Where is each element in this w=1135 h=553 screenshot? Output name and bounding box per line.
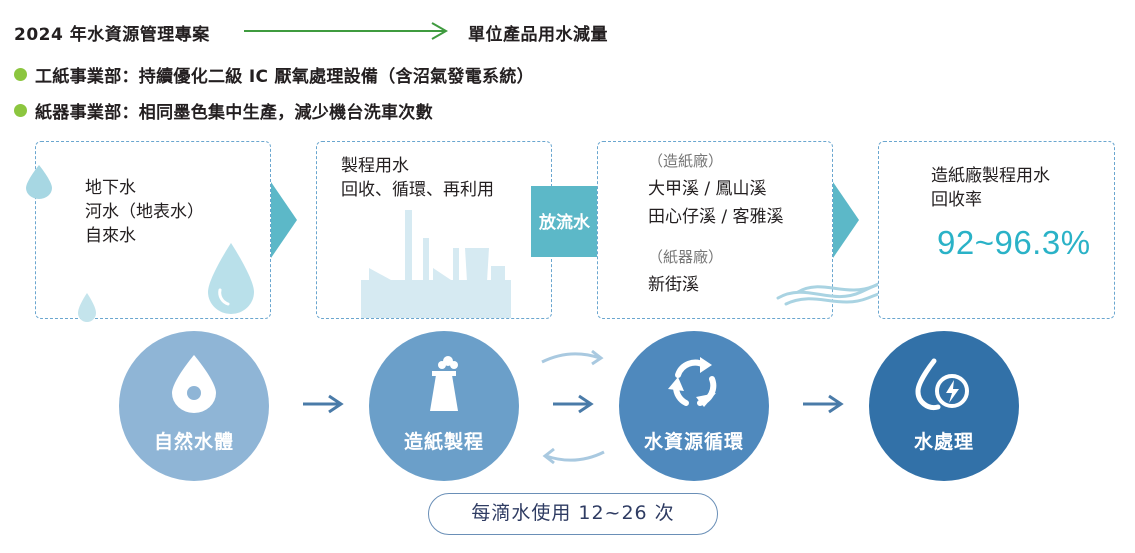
water-sources-box: 地下水 河水（地表水） 自來水	[26, 141, 271, 322]
bullet-text: 工紙事業部：持續優化二級 IC 厭氧處理設備（含沼氣發電系統）	[35, 67, 534, 87]
header-arrow-icon	[244, 22, 449, 40]
water-sources-list: 地下水 河水（地表水） 自來水	[85, 176, 204, 248]
recycle-arrows-icon	[668, 357, 717, 407]
circle-papermaking: 造紙製程	[369, 331, 519, 481]
circle-label: 水處理	[913, 431, 974, 453]
circle-label: 自然水體	[153, 431, 234, 453]
bullet-container-division: 紙器事業部：相同墨色集中生產，減少機台洗車次數	[14, 98, 433, 123]
large-drop-icon	[208, 243, 254, 314]
tiny-drop-icon	[78, 293, 96, 322]
factory-chimney-icon	[430, 356, 458, 411]
water-drop-icon	[172, 355, 216, 413]
green-dot-icon	[14, 68, 27, 81]
discharge-label: 放流水	[539, 213, 590, 233]
process-water-desc: 回收、循環、再利用	[341, 180, 494, 200]
paper-mill-rivers-2: 田心仔溪 / 客雅溪	[648, 207, 784, 227]
process-water-box: 製程用水 回收、循環、再利用	[316, 141, 552, 319]
container-mill-tag: （紙器廠）	[648, 248, 724, 266]
source-groundwater: 地下水	[85, 178, 136, 198]
flow-arrow-icon	[303, 394, 344, 414]
flow-triangle-icon	[833, 182, 859, 258]
curved-arrow-forward-icon	[541, 349, 604, 366]
flow-arrow-icon	[553, 394, 594, 414]
process-water-text: 製程用水 回收、循環、再利用	[341, 154, 494, 202]
paper-mill-tag: （造紙廠）	[648, 152, 724, 170]
circle-label: 水資源循環	[643, 431, 744, 453]
source-river: 河水（地表水）	[85, 202, 204, 222]
usage-frequency-badge: 每滴水使用 12~26 次	[428, 493, 718, 535]
recovery-rate-value: 92~96.3%	[937, 224, 1091, 261]
project-title: 2024 年水資源管理專案	[14, 25, 210, 45]
circle-natural-water: 自然水體	[119, 331, 269, 481]
process-water-title: 製程用水	[341, 156, 409, 176]
paper-mill-rivers-1: 大甲溪 / 鳳山溪	[648, 179, 767, 199]
flow-arrow-icon	[803, 394, 844, 414]
curved-arrow-back-icon	[542, 447, 605, 465]
bullet-text: 紙器事業部：相同墨色集中生產，減少機台洗車次數	[35, 103, 433, 123]
water-treatment-icon	[915, 358, 969, 410]
factory-silhouette-icon	[361, 210, 511, 318]
flow-triangle-icon	[271, 182, 297, 258]
source-tap: 自來水	[85, 226, 136, 246]
recovery-text: 造紙廠製程用水 回收率	[931, 164, 1050, 212]
bullet-paper-division: 工紙事業部：持續優化二級 IC 厭氧處理設備（含沼氣發電系統）	[14, 62, 534, 87]
circle-label: 造紙製程	[403, 431, 484, 453]
circle-water-recycling: 水資源循環	[619, 331, 769, 481]
green-dot-icon	[14, 104, 27, 117]
container-mill-river: 新街溪	[648, 275, 699, 295]
rivers-text: （造紙廠） 大甲溪 / 鳳山溪 田心仔溪 / 客雅溪 （紙器廠） 新街溪	[648, 149, 784, 297]
circle-water-treatment: 水處理	[869, 331, 1019, 481]
recovery-title: 造紙廠製程用水	[931, 166, 1050, 186]
recovery-rate-box: 造紙廠製程用水 回收率	[878, 141, 1115, 319]
rivers-box: （造紙廠） 大甲溪 / 鳳山溪 田心仔溪 / 客雅溪 （紙器廠） 新街溪	[597, 141, 833, 319]
project-target: 單位產品用水減量	[468, 25, 608, 45]
small-drop-icon	[26, 165, 52, 199]
recovery-subtitle: 回收率	[931, 190, 982, 210]
